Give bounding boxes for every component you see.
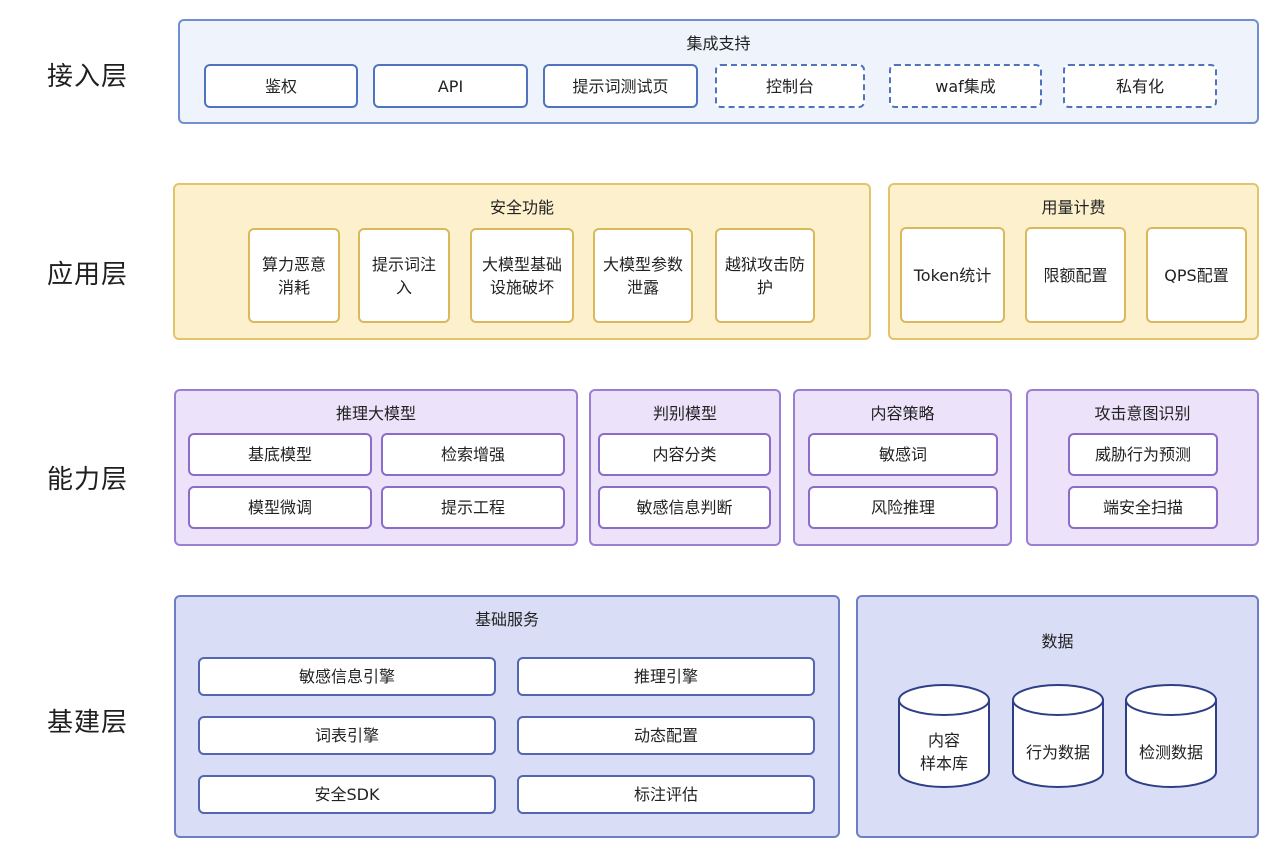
content-policy-item-risk-reasoning: 风险推理	[808, 486, 998, 529]
content-policy-title: 内容策略	[870, 404, 935, 423]
security-item-prompt-injection: 提示词注 入	[358, 228, 450, 323]
inference-item-rag: 检索增强	[381, 433, 565, 476]
base-services-item-lexicon-engine: 词表引擎	[198, 716, 496, 755]
layer-label-infrastructure: 基建层	[46, 708, 128, 738]
inference-item-finetune: 模型微调	[188, 486, 372, 529]
security-item-compute-abuse: 算力恶意 消耗	[248, 228, 340, 323]
integration-item-console: 控制台	[715, 64, 865, 108]
security-item-param-leak: 大模型参数 泄露	[593, 228, 693, 323]
layer-label-access: 接入层	[46, 62, 128, 92]
integration-title: 集成支持	[686, 34, 751, 53]
security-title: 安全功能	[489, 198, 554, 217]
database-icon	[1125, 684, 1217, 788]
data-store-content-samples: 内容 样本库	[897, 683, 991, 789]
attack-intent-item-threat-prediction: 威胁行为预测	[1068, 433, 1218, 476]
discrimination-title: 判别模型	[652, 404, 717, 423]
inference-item-base-model: 基底模型	[188, 433, 372, 476]
security-item-infra-damage: 大模型基础 设施破坏	[470, 228, 574, 323]
base-services-title: 基础服务	[474, 610, 539, 629]
base-services-item-security-sdk: 安全SDK	[198, 775, 496, 814]
security-item-jailbreak: 越狱攻击防 护	[715, 228, 815, 323]
content-policy-item-sensitive-words: 敏感词	[808, 433, 998, 476]
attack-intent-title: 攻击意图识别	[1094, 404, 1191, 423]
billing-item-quota: 限额配置	[1025, 227, 1126, 323]
layer-label-capability: 能力层	[46, 465, 128, 495]
discrimination-item-sensitive-info: 敏感信息判断	[598, 486, 771, 529]
attack-intent-item-endpoint-scan: 端安全扫描	[1068, 486, 1218, 529]
data-store-label: 内容 样本库	[919, 731, 968, 773]
integration-item-api: API	[373, 64, 528, 108]
base-services-item-sensitive-engine: 敏感信息引擎	[198, 657, 496, 696]
billing-title: 用量计费	[1041, 198, 1106, 217]
inference-item-prompt-engineering: 提示工程	[381, 486, 565, 529]
integration-item-auth: 鉴权	[204, 64, 358, 108]
data-store-detection: 检测数据	[1124, 683, 1218, 789]
layer-label-application: 应用层	[46, 260, 128, 290]
billing-item-qps: QPS配置	[1146, 227, 1247, 323]
integration-item-private: 私有化	[1063, 64, 1217, 108]
data-store-behavior: 行为数据	[1011, 683, 1105, 789]
database-icon	[1012, 684, 1104, 788]
data-store-label: 行为数据	[1025, 742, 1090, 762]
base-services-item-annotation: 标注评估	[517, 775, 815, 814]
integration-item-waf: waf集成	[889, 64, 1042, 108]
data-store-label: 检测数据	[1138, 742, 1203, 762]
base-services-item-dynamic-config: 动态配置	[517, 716, 815, 755]
base-services-item-inference-engine: 推理引擎	[517, 657, 815, 696]
data-title: 数据	[1041, 632, 1074, 651]
inference-title: 推理大模型	[335, 404, 416, 423]
integration-item-prompt-test-page: 提示词测试页	[543, 64, 698, 108]
database-icon	[898, 684, 990, 788]
billing-item-token: Token统计	[900, 227, 1005, 323]
discrimination-item-classification: 内容分类	[598, 433, 771, 476]
